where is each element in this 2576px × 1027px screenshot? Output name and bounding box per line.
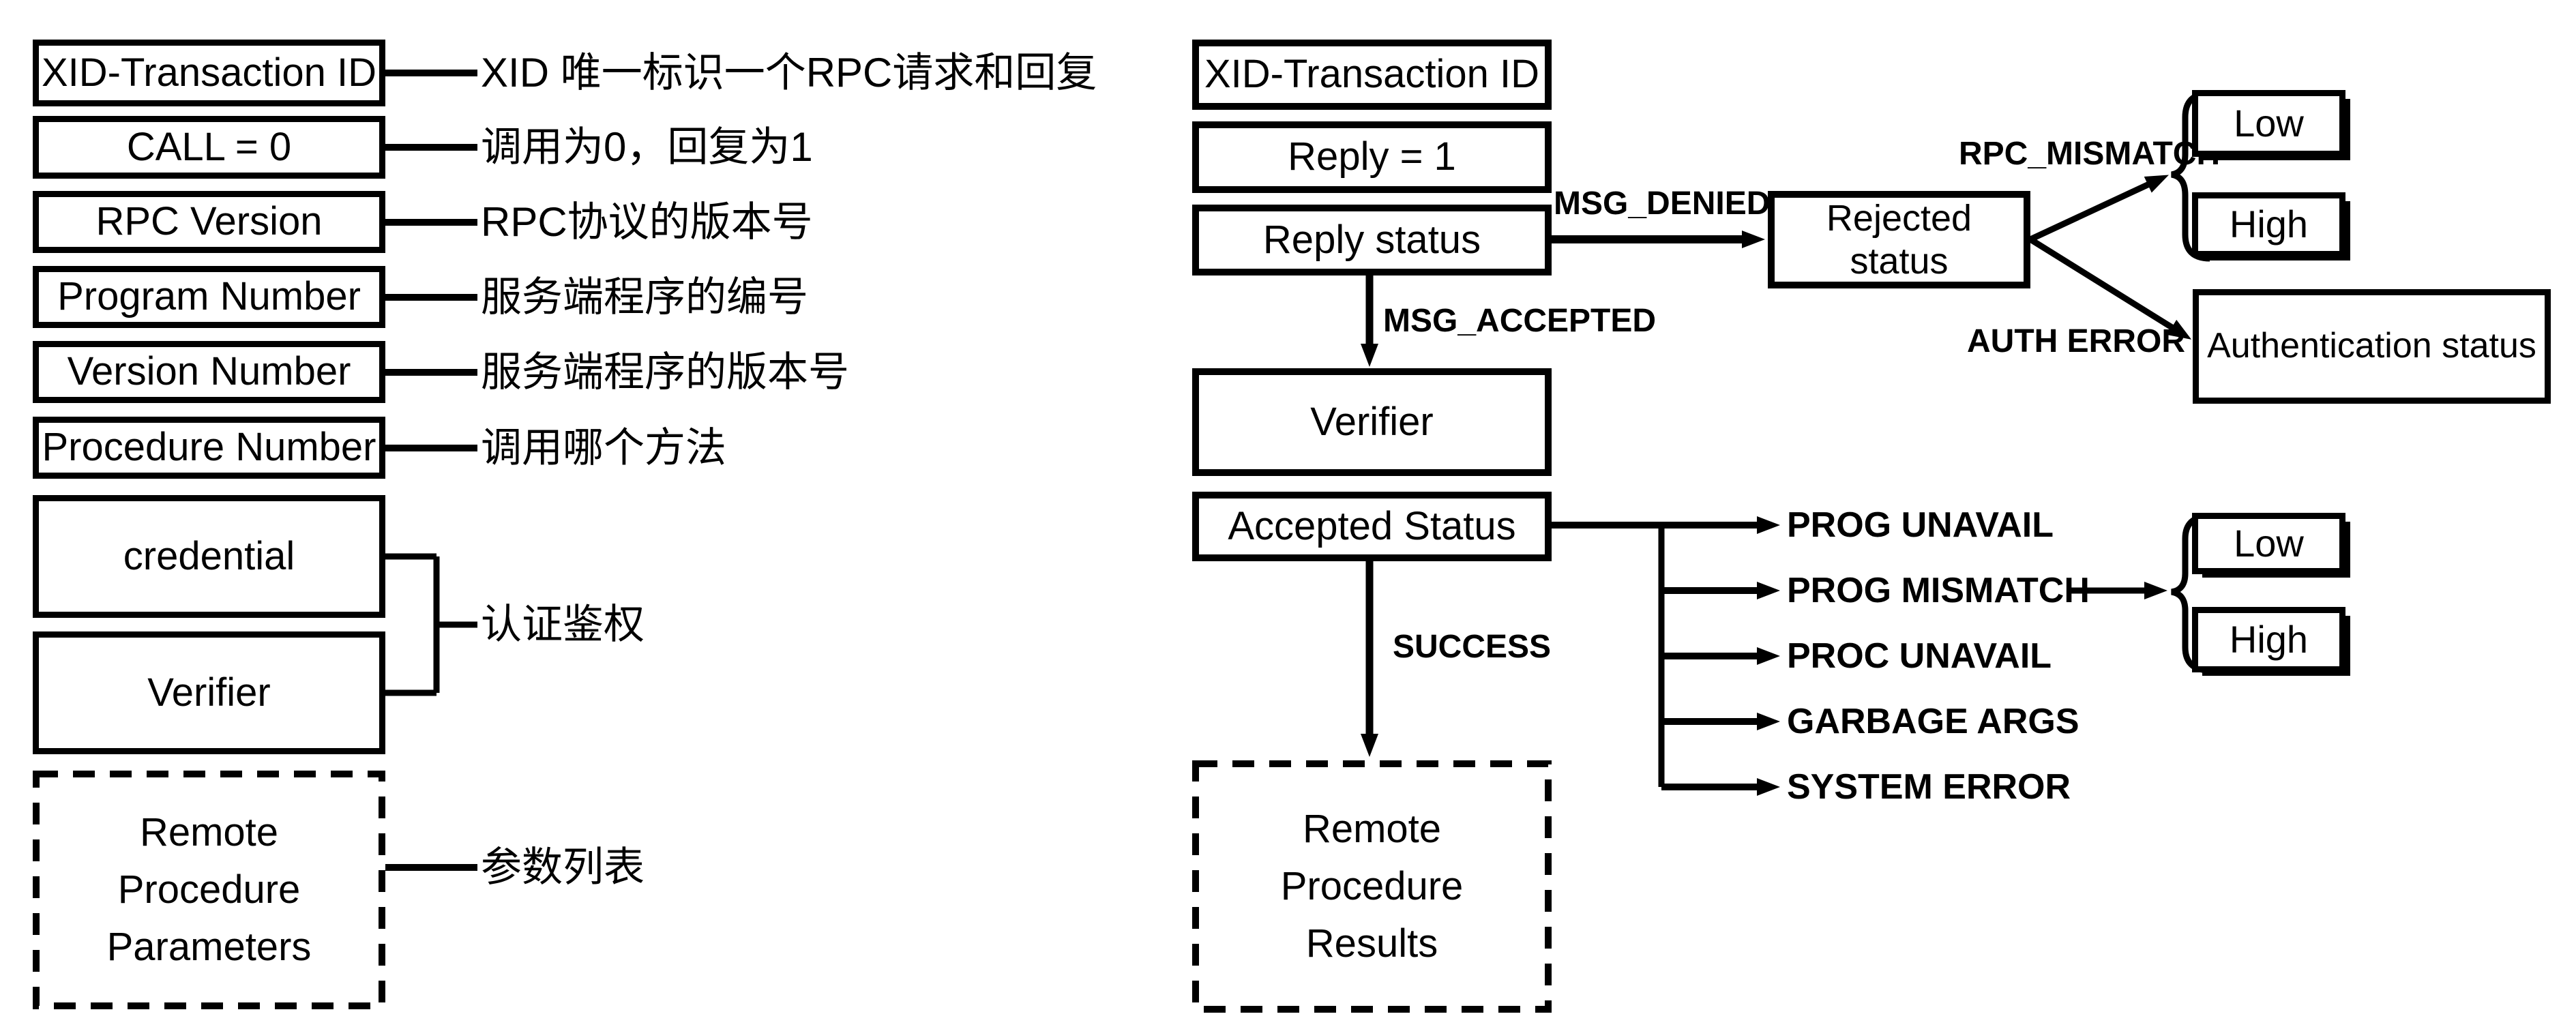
label-rpc-mismatch: RPC_MISMATCH [1959,136,2221,172]
reply-box-reply-status: Reply status [1192,205,1552,276]
results-dashed-border [1192,760,1552,1013]
reply-box-remote-procedure-results: Remote Procedure Results [1192,760,1552,1013]
note-params: 参数列表 [481,844,645,890]
label-prog-unavail: PROG UNAVAIL [1787,505,2054,545]
arrow-auth-error [2028,237,2192,340]
field-label: Remote Procedure Parameters [106,809,312,970]
field-label: Low [2234,521,2304,565]
label-auth-error: AUTH ERROR [1967,323,2185,359]
field-label: Procedure Number [42,425,376,470]
field-label: Rejected status [1826,198,1972,282]
label-proc-unavail: PROC UNAVAIL [1787,636,2052,676]
reply-box-verifier: Verifier [1192,368,1552,476]
label-success: SUCCESS [1393,629,1552,665]
box-authentication-status: Authentication status [2193,289,2551,404]
field-box-verifier-call: Verifier [33,631,385,754]
field-box-procedure-number: Procedure Number [33,417,385,479]
field-box-xid: XID-Transaction ID [33,40,385,106]
brace-rejected-low-high [2170,90,2210,262]
box-rejected-status: Rejected status [1768,191,2030,288]
field-label: CALL = 0 [126,124,292,169]
field-label: Reply status [1262,217,1481,262]
field-label: RPC Version [95,199,323,244]
field-box-rpc-version: RPC Version [33,191,385,253]
note-auth: 认证鉴权 [481,601,645,647]
params-dashed-border [33,771,385,1009]
field-label: Reply = 1 [1288,134,1456,179]
field-box-remote-procedure-parameters: Remote Procedure Parameters [33,771,385,1009]
note-call: 调用为0，回复为1 [481,124,813,170]
reply-box-xid: XID-Transaction ID [1192,40,1552,110]
field-label: Verifier [147,670,271,715]
field-label: Accepted Status [1228,503,1516,548]
label-msg-accepted: MSG_ACCEPTED [1383,303,1657,339]
field-label: credential [123,533,295,578]
field-box-call: CALL = 0 [33,116,385,179]
label-garbage-args: GARBAGE ARGS [1787,702,2079,741]
label-msg-denied: MSG_DENIED [1554,185,1771,222]
reply-box-accepted-status: Accepted Status [1192,492,1552,561]
note-xid: XID 唯一标识一个RPC请求和回复 [481,50,1097,95]
field-label: High [2229,203,2309,246]
box-mismatch-high: High [2192,607,2345,672]
label-prog-mismatch: PROG MISMATCH [1787,571,2090,610]
box-rejected-high: High [2192,192,2345,257]
note-procedure-number: 调用哪个方法 [481,425,726,471]
field-box-program-number: Program Number [33,266,385,328]
note-version-number: 服务端程序的版本号 [481,349,849,395]
box-mismatch-low: Low [2192,513,2345,574]
box-rejected-low: Low [2192,90,2345,157]
field-label: Low [2234,101,2304,145]
note-rpc-version: RPC协议的版本号 [481,199,813,245]
brace-mismatch-low-high [2171,513,2210,674]
arrow-rpc-mismatch [2029,175,2170,243]
field-box-version-number: Version Number [33,341,385,403]
label-system-error: SYSTEM ERROR [1787,767,2071,807]
field-label: Verifier [1310,399,1434,444]
field-label: XID-Transaction ID [42,50,376,95]
reply-box-reply: Reply = 1 [1192,121,1552,193]
field-label: Version Number [67,349,351,394]
note-program-number: 服务端程序的编号 [481,274,808,320]
field-label: High [2229,617,2309,661]
field-label: Remote Procedure Results [1280,806,1464,966]
auth-bracket [385,553,477,696]
field-label: XID-Transaction ID [1204,52,1539,97]
field-box-credential: credential [33,495,385,618]
field-label: Authentication status [2207,326,2536,366]
field-label: Program Number [57,274,361,319]
